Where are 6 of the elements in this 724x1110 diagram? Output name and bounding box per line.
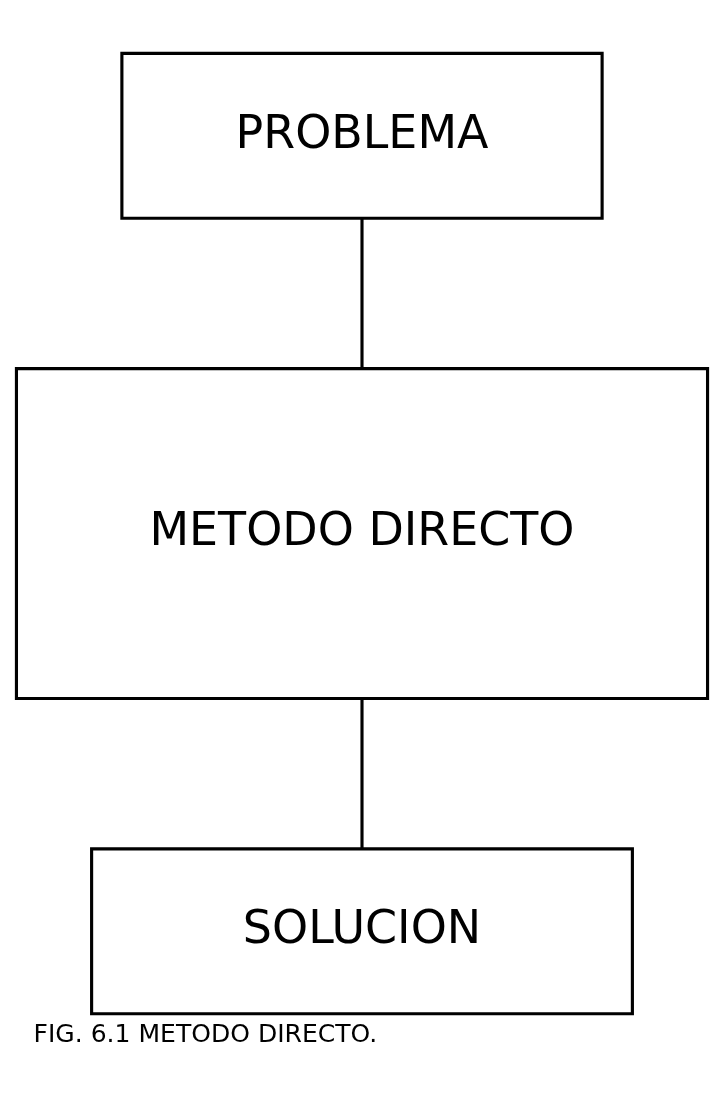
node-box: PROBLEMA — [120, 51, 604, 220]
caption: FIG. 6.1 METODO DIRECTO. — [33, 1018, 378, 1048]
connector — [360, 218, 364, 368]
node-box: METODO DIRECTO — [14, 366, 710, 700]
connector — [360, 698, 364, 849]
node-box: SOLUCION — [90, 846, 634, 1015]
